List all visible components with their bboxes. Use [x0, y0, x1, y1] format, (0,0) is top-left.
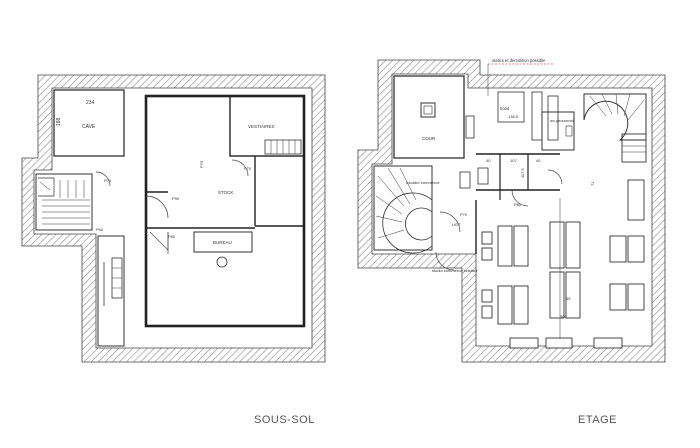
bureau-desk — [193, 231, 253, 253]
statics-note: statics et démolition possible — [492, 58, 546, 63]
cour-label: COUR — [422, 136, 436, 141]
door-label-p70-b: P70 — [104, 178, 112, 183]
door-label-p70-etage: P70 — [460, 212, 468, 217]
dim-55: 55 — [566, 296, 571, 301]
door-label-p90: P90 — [172, 196, 180, 201]
door-label-p70-a: P70 — [199, 160, 204, 168]
etage-left-stair — [373, 165, 433, 254]
etage-windows — [509, 337, 623, 349]
ugt-label: UGT — [452, 222, 461, 227]
dim-138: 138.5 — [508, 114, 519, 119]
caption-etage: ETAGE — [578, 414, 617, 426]
cave-label: CAVE — [82, 124, 96, 130]
dim-71: 71 — [590, 181, 595, 186]
door-label-p70-c: P70 — [244, 166, 252, 171]
cave-dim-height: 188 — [56, 117, 62, 126]
bureau-label: BUREAU — [213, 240, 232, 245]
sous-sol-plan: 234 188 CAVE — [21, 74, 326, 363]
cave-room — [53, 89, 125, 157]
sous-sol-staircase — [35, 173, 93, 231]
door-label-p80-etage: P80 — [514, 202, 522, 207]
sous-sol-corridor — [97, 235, 125, 347]
dim-40-b: 40 — [536, 158, 541, 163]
studio-note: studio commerce existant — [432, 268, 478, 273]
stock-label: STOCK — [218, 190, 233, 195]
dim-117: 117.5 — [520, 168, 525, 178]
cave-dim-width: 234 — [86, 100, 95, 106]
caption-sous-sol: SOUS-SOL — [254, 414, 315, 426]
wc-label: wc personnel — [550, 118, 574, 123]
etage-plan: COUR statics et démolition possible hood… — [357, 58, 666, 363]
dim-40-a: 40 — [486, 158, 491, 163]
hood-zone — [497, 91, 525, 123]
wc-personnel — [541, 111, 575, 151]
escalier-note: escalier commerce — [406, 180, 440, 185]
hood-label: hood — [500, 106, 510, 111]
door-label-p60: P60 — [96, 227, 104, 232]
door-label-p80: P80 — [168, 234, 176, 239]
sous-sol-walls — [21, 74, 326, 363]
vestiaires-room — [229, 95, 305, 157]
dim-107: 107 — [510, 158, 517, 163]
etage-walls — [357, 59, 666, 363]
dim-560: 560 — [560, 314, 567, 319]
stock-room — [144, 94, 306, 328]
etage-dining-tables — [481, 179, 645, 325]
vestiaires-label: VESTIAIRES — [248, 124, 275, 129]
etage-spiral-stair — [583, 93, 647, 163]
